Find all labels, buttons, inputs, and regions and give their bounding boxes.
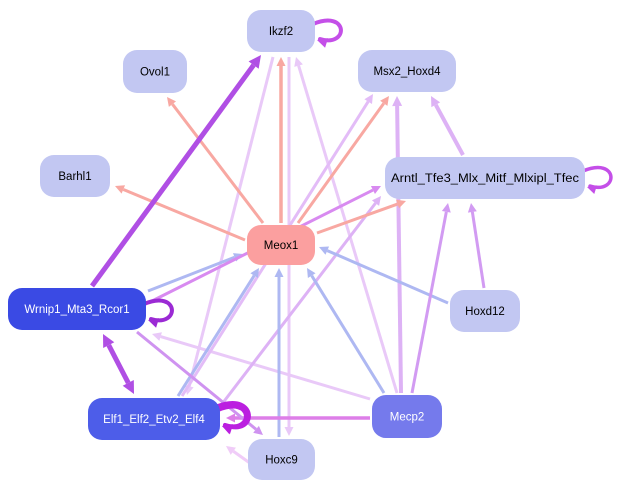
node-Mecp2[interactable]: Mecp2 <box>372 395 442 438</box>
self-loop-Ikzf2 <box>311 18 343 43</box>
edge-arrowhead <box>396 199 406 209</box>
edge-arrowhead <box>152 332 162 341</box>
edge-arrowhead <box>467 203 477 213</box>
node-box-Ikzf2[interactable] <box>247 10 315 52</box>
edge-Elf1_Elf2_Etv2_Elf4-to-Arntl_Tfe3_Mlx_Mitf_Mlxipl_Tfec <box>220 202 377 405</box>
node-Arntl_Tfe3_Mlx_Mitf_Mlxipl_Tfec[interactable]: Arntl_Tfe3_Mlx_Mitf_Mlxipl_Tfec <box>385 157 585 199</box>
node-box-Arntl_Tfe3_Mlx_Mitf_Mlxipl_Tfec[interactable] <box>385 157 585 199</box>
edge-arrowhead <box>250 268 259 279</box>
edge-Mecp2-to-Arntl_Tfe3_Mlx_Mitf_Mlxipl_Tfec <box>410 211 448 394</box>
edge-Meox1-to-Msx2_Hoxd4 <box>296 102 385 224</box>
edge-arrowhead <box>307 268 316 279</box>
edge-arrowhead <box>587 185 597 194</box>
edge-Arntl_Tfe3_Mlx_Mitf_Mlxipl_Tfec-to-Msx2_Hoxd4 <box>434 103 465 156</box>
edge-arrowhead <box>317 38 329 48</box>
node-box-Wrnip1_Mta3_Rcor1[interactable] <box>8 288 146 330</box>
node-Hoxc9[interactable]: Hoxc9 <box>248 439 315 480</box>
edge-Meox1-to-Barhl1 <box>122 188 246 242</box>
node-box-Elf1_Elf2_Etv2_Elf4[interactable] <box>88 398 220 440</box>
node-Ikzf2[interactable]: Ikzf2 <box>247 10 315 52</box>
edge-Wrnip1_Mta3_Rcor1-to-Elf1_Elf2_Etv2_Elf4 <box>106 343 131 385</box>
edge-Wrnip1_Mta3_Rcor1-to-Ikzf2 <box>89 63 256 288</box>
node-Barhl1[interactable]: Barhl1 <box>40 155 110 197</box>
edge-Mecp2-to-Ikzf2 <box>297 65 399 394</box>
node-box-Msx2_Hoxd4[interactable] <box>358 50 456 92</box>
edge-arrowhead <box>371 196 381 206</box>
edge-Hoxd12-to-Arntl_Tfe3_Mlx_Mitf_Mlxipl_Tfec <box>470 211 486 289</box>
node-box-Ovol1[interactable] <box>123 50 187 93</box>
edge-arrowhead <box>276 57 286 66</box>
edge-arrowhead <box>103 334 115 348</box>
edge-arrowhead <box>294 57 303 67</box>
self-loop-layer <box>142 18 613 435</box>
node-box-Hoxc9[interactable] <box>248 439 315 480</box>
edge-arrowhead <box>431 96 441 108</box>
edge-arrowhead <box>392 96 403 107</box>
edge-arrowhead <box>148 318 160 328</box>
self-loop-Wrnip1_Mta3_Rcor1 <box>142 298 174 323</box>
self-loop-Elf1_Elf2_Etv2_Elf4 <box>216 401 251 430</box>
edge-Wrnip1_Mta3_Rcor1-to-Meox1 <box>147 255 236 293</box>
edge-arrowhead <box>284 427 294 436</box>
node-box-Hoxd12[interactable] <box>450 290 520 332</box>
edge-arrowhead <box>441 203 451 213</box>
edge-arrowhead <box>274 268 284 277</box>
edge-arrowhead <box>380 96 389 106</box>
edge-arrowhead <box>226 413 235 423</box>
node-box-Barhl1[interactable] <box>40 155 110 197</box>
edge-arrowhead <box>222 425 234 435</box>
edge-Mecp2-to-Msx2_Hoxd4 <box>395 105 403 394</box>
node-box-Meox1[interactable] <box>247 225 315 265</box>
node-Hoxd12[interactable]: Hoxd12 <box>450 290 520 332</box>
edge-arrowhead <box>364 94 373 105</box>
node-Msx2_Hoxd4[interactable]: Msx2_Hoxd4 <box>358 50 456 92</box>
node-Meox1[interactable]: Meox1 <box>247 225 315 265</box>
edge-Wrnip1_Mta3_Rcor1-to-Hoxc9 <box>136 330 257 431</box>
edge-arrowhead <box>167 97 177 107</box>
node-box-Mecp2[interactable] <box>372 395 442 438</box>
node-Elf1_Elf2_Etv2_Elf4[interactable]: Elf1_Elf2_Etv2_Elf4 <box>88 398 220 440</box>
node-Wrnip1_Mta3_Rcor1[interactable]: Wrnip1_Mta3_Rcor1 <box>8 288 146 330</box>
edge-Hoxd12-to-Meox1 <box>326 249 449 305</box>
edge-arrowhead <box>248 55 261 69</box>
edge-arrowhead <box>253 425 263 435</box>
edge-Ikzf2-to-Elf1_Elf2_Etv2_Elf4 <box>187 56 275 387</box>
self-loop-Arntl_Tfe3_Mlx_Mitf_Mlxipl_Tfec <box>581 165 613 190</box>
edge-Mecp2-to-Meox1 <box>310 274 386 394</box>
edge-arrowhead <box>319 246 330 255</box>
edge-Meox1-to-Ovol1 <box>171 103 265 224</box>
edge-arrowhead <box>122 380 134 394</box>
edge-Meox1-to-Arntl_Tfe3_Mlx_Mitf_Mlxipl_Tfec <box>316 202 399 235</box>
node-Ovol1[interactable]: Ovol1 <box>123 50 187 93</box>
edge-arrowhead <box>226 446 236 455</box>
edge-Mecp2-to-Wrnip1_Mta3_Rcor1 <box>160 335 371 401</box>
edge-arrowhead <box>115 185 126 194</box>
edge-arrowhead <box>370 186 381 195</box>
